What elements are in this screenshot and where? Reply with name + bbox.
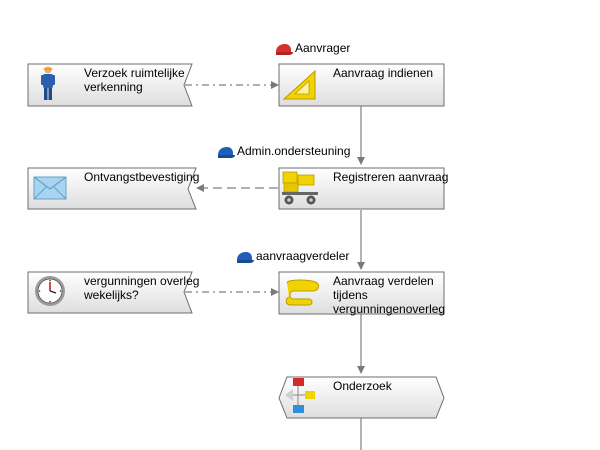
activity-box-registreren[interactable] [278,167,445,210]
yellow-scroll-icon [285,279,320,306]
process-flow-icon [285,378,315,413]
cart-with-boxes-icon [282,171,318,205]
activity-label-onderzoek: Onderzoek [333,379,392,393]
event-label-ontvangst: Ontvangstbevestiging [84,170,200,184]
role-label-admin: Admin.ondersteuning [237,144,351,158]
event-box-vergunningen[interactable] [27,271,193,314]
activity-box-onderzoek[interactable] [278,376,445,419]
clock-icon [35,276,65,306]
event-label-vergunningen: vergunningen overleg wekelijks? [84,274,200,302]
blue-cap-icon [237,252,254,263]
envelope-icon [33,176,67,200]
ruler-triangle-icon [282,69,316,100]
role-label-verdeler: aanvraagverdeler [256,249,350,263]
activity-label-indienen: Aanvraag indienen [333,66,434,80]
activity-label-registreren: Registreren aanvraag [333,170,449,184]
event-box-ontvangst[interactable] [27,167,197,210]
role-label-aanvrager: Aanvrager [295,41,351,55]
worker-person-icon [41,66,55,100]
activity-label-verdelen: Aanvraag verdelen tijdens vergunningenov… [333,274,446,316]
activity-box-verdelen[interactable] [278,271,445,315]
blue-cap-icon [218,147,235,158]
red-cap-icon [276,44,293,55]
event-label-verzoek: Verzoek ruimtelijke verkenning [84,66,185,94]
event-box-verzoek[interactable] [27,63,193,107]
